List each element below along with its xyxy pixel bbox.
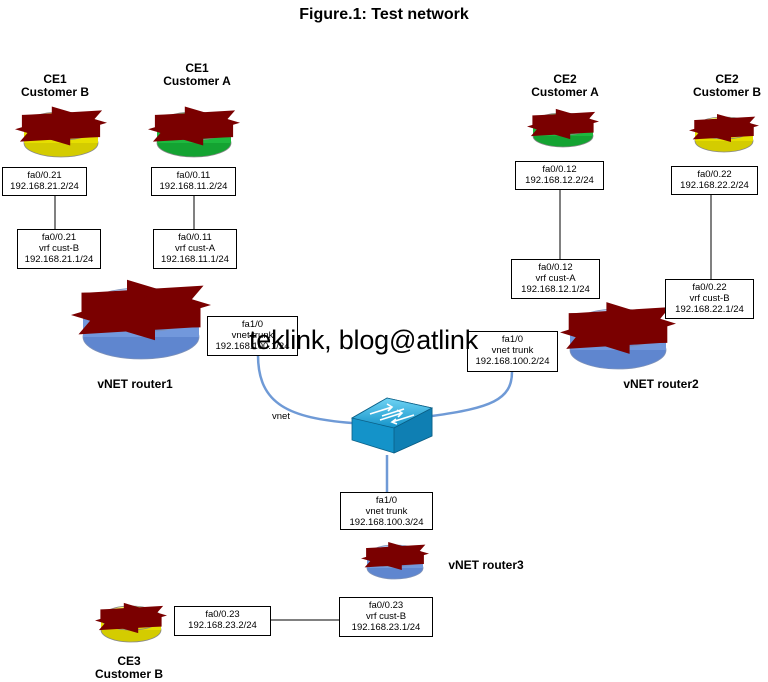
label-vnet-router2: vNET router2 <box>623 377 699 391</box>
router-arrows-icon <box>169 117 220 135</box>
router-arrows-icon <box>111 611 151 625</box>
trunk-link-r1 <box>256 354 353 425</box>
router-vnet-router2[interactable] <box>570 309 666 370</box>
router-arrows-icon <box>705 122 744 135</box>
router-ce1-customer-b[interactable] <box>24 112 98 158</box>
switch-icon[interactable] <box>350 397 434 454</box>
label-vnet-router3: vNET router3 <box>448 558 524 572</box>
router-vnet-router1[interactable] <box>83 288 199 360</box>
router-ce2-customer-b[interactable] <box>695 117 753 153</box>
router-ce1-customer-a[interactable] <box>157 112 231 158</box>
vnet-link-label: vnet <box>272 411 290 422</box>
trunk-link-r2 <box>431 371 514 418</box>
router-ce2-customer-a[interactable] <box>533 113 593 148</box>
router-vnet-router3[interactable] <box>367 545 423 580</box>
router-arrows-icon <box>376 550 413 563</box>
router-arrows-icon <box>586 316 650 340</box>
figure-title: Figure.1: Test network <box>299 6 469 23</box>
router-arrows-icon <box>103 296 180 324</box>
router-arrows-icon <box>543 117 583 131</box>
label-vnet-router1: vNET router1 <box>97 377 173 391</box>
router-arrows-icon <box>36 117 87 135</box>
router-ce3-customer-b[interactable] <box>101 606 161 643</box>
watermark: teklink, blog@atlink <box>249 325 479 355</box>
